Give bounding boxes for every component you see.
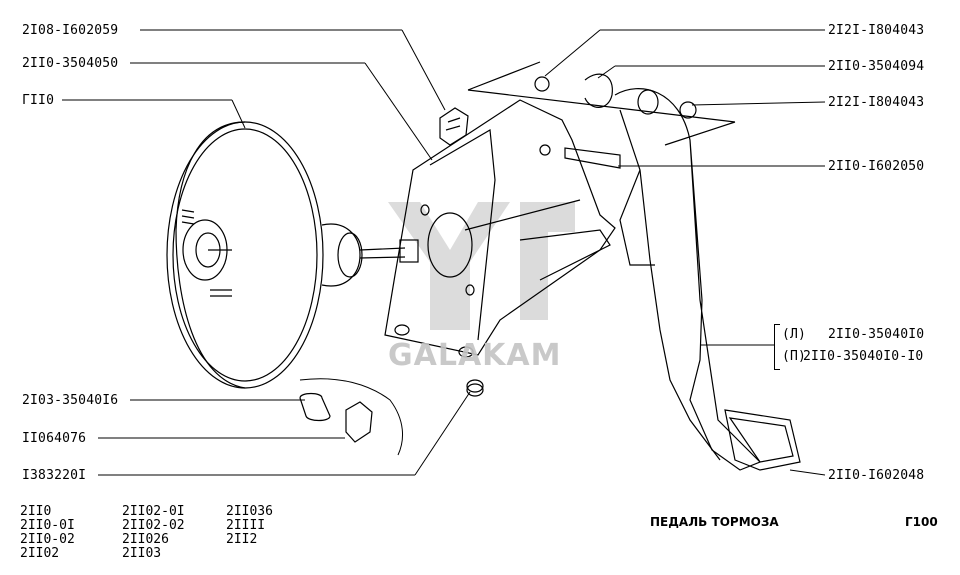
model-item: 2II2 [226,532,258,547]
variant-left-tag: (Л) [782,327,807,342]
variant-bracket [774,324,780,370]
model-item: 2II0 [20,504,52,519]
model-item: 2II03 [122,546,162,561]
model-item: 2IIII [226,518,266,533]
model-item: 2II02-02 [122,518,185,533]
model-item: 2II02-0I [122,504,185,519]
brake-pedal-lever [467,61,801,471]
model-item: 2II02 [20,546,60,561]
clip-parts [299,107,484,443]
leader-lines [62,29,826,476]
model-item: 2II036 [226,504,273,519]
pedal-bracket [384,99,616,358]
part-label-left-6: I383220I [22,468,87,483]
page-code: Г100 [905,515,938,529]
page-title: ПЕДАЛЬ ТОРМОЗА [650,515,779,529]
part-label-right-5: 2II0-I602048 [828,468,925,483]
part-label-left-5: II064076 [22,431,87,446]
model-item: 2II026 [122,532,169,547]
model-item: 2II0-0I [20,518,75,533]
part-label-right-1: 2I2I-I804043 [828,23,925,38]
part-label-right-4: 2II0-I602050 [828,159,925,174]
part-label-left-1: 2I08-I602059 [22,23,119,38]
variant-right-tag: (П) [782,349,807,364]
part-label-left-3: ГII0 [22,93,55,108]
part-label-left-2: 2II0-3504050 [22,56,119,71]
model-item: 2II0-02 [20,532,75,547]
part-label-right-2: 2II0-3504094 [828,59,925,74]
part-label-right-3: 2I2I-I804043 [828,95,925,110]
variant-left-code: 2II0-35040I0 [828,327,925,342]
watermark-text: GALAKAM [388,338,562,373]
variant-right-code: 2II0-35040I0-I0 [803,349,924,364]
brake-booster [166,121,419,389]
watermark-emblem [388,202,575,330]
part-label-left-4: 2I03-35040I6 [22,393,119,408]
